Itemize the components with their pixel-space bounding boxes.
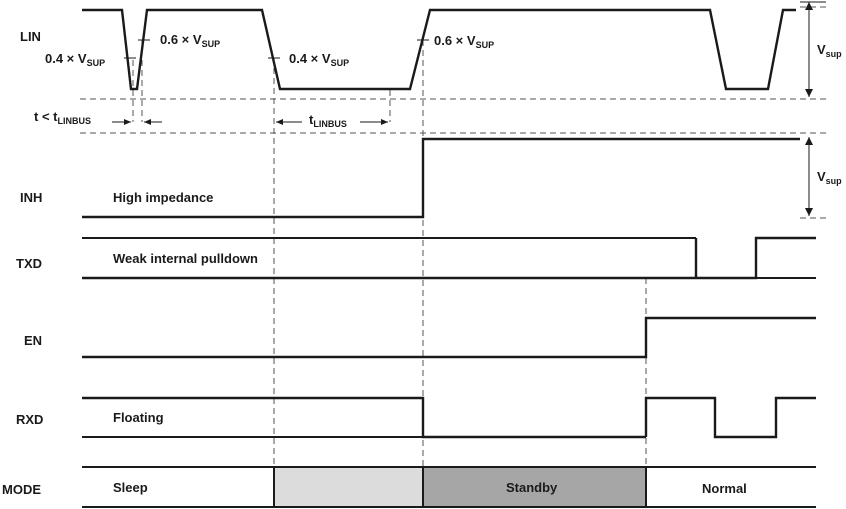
signal-label-en: EN: [24, 333, 42, 348]
signal-label-mode: MODE: [2, 482, 41, 497]
lin-row: 0.4 × VSUP 0.6 × VSUP 0.4 × VSUP 0.6 × V…: [34, 1, 842, 129]
t-linbus-arrowhead-left: [276, 119, 283, 125]
mode-transition-box: [274, 467, 423, 507]
lin-vsup-arrowhead-bottom: [805, 89, 813, 97]
annotation-04-vsup-right: 0.4 × VSUP: [289, 51, 349, 68]
annotation-06-vsup-right: 0.6 × VSUP: [434, 33, 494, 50]
txd-row: Weak internal pulldown: [82, 236, 816, 280]
annotation-vsup-inh: Vsup: [817, 169, 842, 186]
signal-labels: LIN INH TXD EN RXD MODE: [2, 29, 43, 497]
en-row: [82, 316, 816, 359]
signal-label-inh: INH: [20, 190, 42, 205]
rxd-state-label: Floating: [113, 410, 164, 425]
mode-normal-label: Normal: [702, 481, 747, 496]
annotation-t-lt-linbus: t < tLINBUS: [34, 109, 91, 126]
t-lt-arrowhead-left: [124, 119, 131, 125]
txd-state-label: Weak internal pulldown: [113, 251, 258, 266]
timing-guides: [80, 6, 826, 468]
signal-label-lin: LIN: [20, 29, 41, 44]
annotation-06-vsup-left: 0.6 × VSUP: [160, 32, 220, 49]
txd-waveform: [82, 236, 816, 280]
rxd-waveform-floating: [82, 396, 646, 439]
mode-sleep-label: Sleep: [113, 480, 148, 495]
inh-waveform: [82, 137, 800, 219]
lin-waveform: [82, 8, 796, 91]
lin-vsup-arrowhead-top: [805, 2, 813, 10]
rxd-row: Floating: [82, 396, 816, 439]
mode-standby-box: [423, 467, 646, 507]
en-waveform: [82, 316, 816, 359]
inh-row: High impedance Vsup: [82, 137, 842, 219]
rxd-waveform-normal: [644, 396, 816, 439]
annotation-04-vsup-left: 0.4 × VSUP: [45, 51, 105, 68]
annotation-vsup-lin: Vsup: [817, 42, 842, 59]
inh-vsup-arrowhead-top: [805, 137, 813, 145]
signal-label-rxd: RXD: [16, 412, 43, 427]
inh-vsup-arrowhead-bottom: [805, 208, 813, 216]
mode-row: Sleep Standby Normal: [82, 466, 816, 508]
annotation-t-linbus: tLINBUS: [309, 112, 347, 129]
t-lt-arrowhead-right: [144, 119, 151, 125]
t-linbus-arrowhead-right: [381, 119, 388, 125]
mode-standby-label: Standby: [506, 480, 558, 495]
inh-state-label: High impedance: [113, 190, 213, 205]
signal-label-txd: TXD: [16, 256, 42, 271]
